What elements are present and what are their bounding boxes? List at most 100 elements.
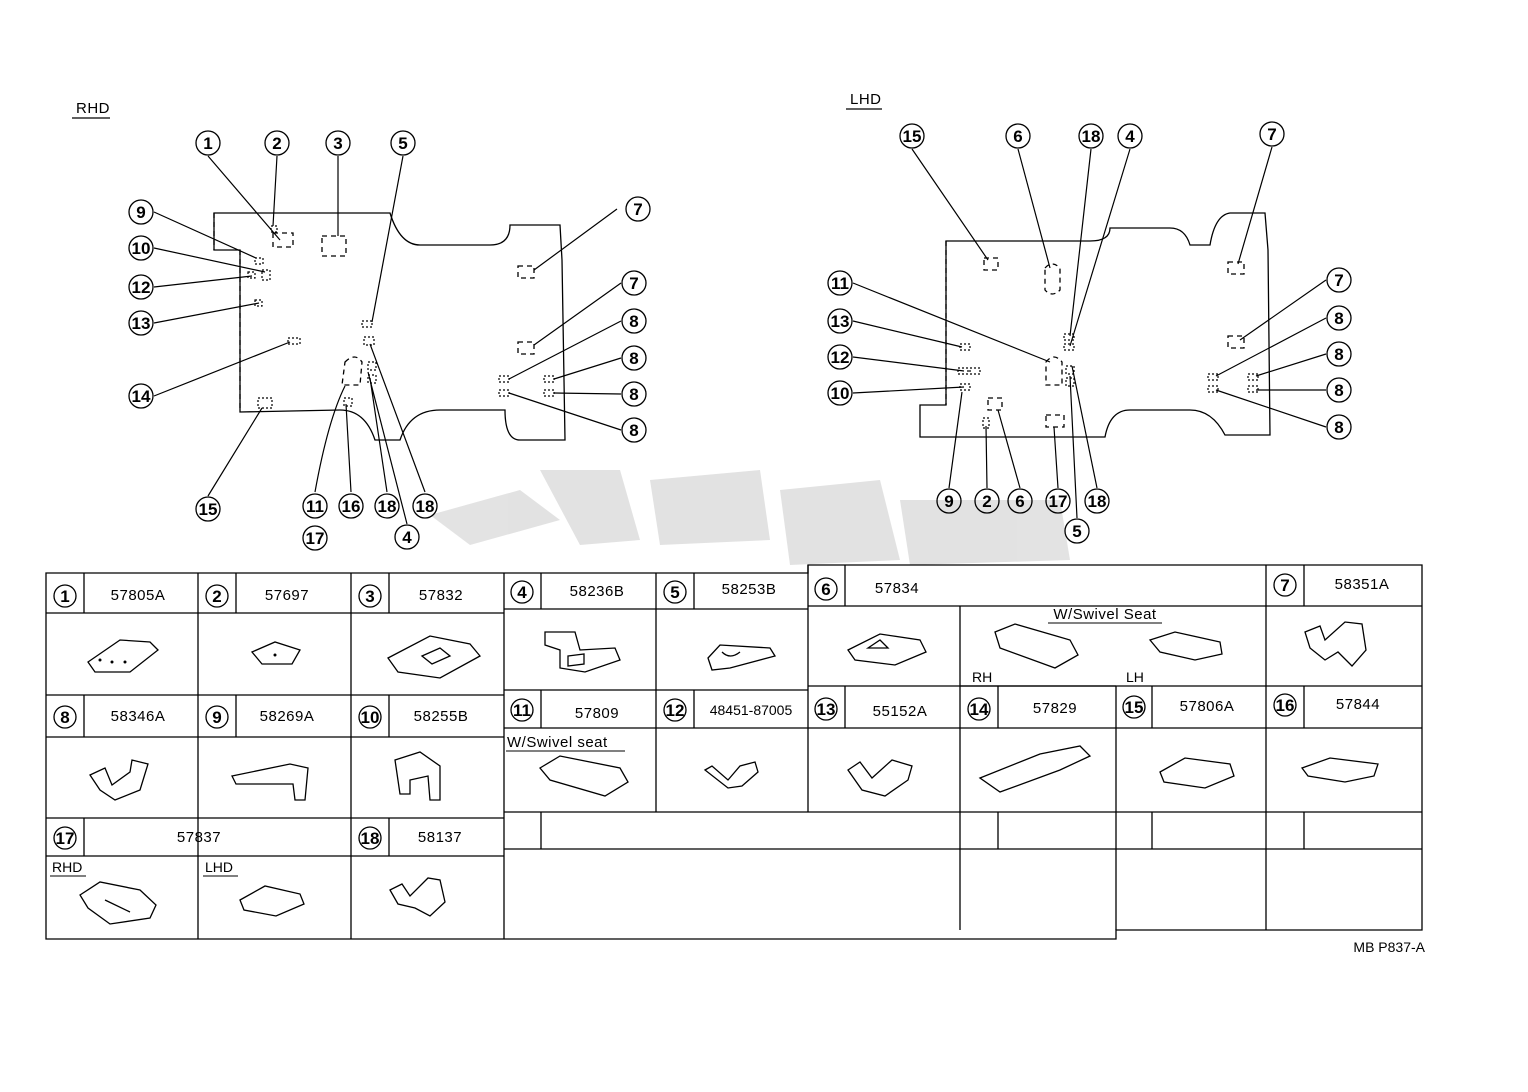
svg-text:14: 14 xyxy=(970,700,989,719)
svg-text:1: 1 xyxy=(203,134,212,153)
svg-text:8: 8 xyxy=(629,349,638,368)
svg-text:14: 14 xyxy=(132,387,151,406)
rhd-plug-3 xyxy=(321,235,347,257)
part-code: 55152A xyxy=(873,703,928,720)
part-code: 58351A xyxy=(1335,576,1390,593)
part-cell-9: 9 58269A xyxy=(205,705,315,801)
part-cell-8: 8 58346A xyxy=(53,705,166,801)
parts-table: 1 57805A 2 57697 3 57832 4 58236B 5 5825… xyxy=(45,564,1423,940)
part-code: 58346A xyxy=(111,708,166,725)
part-cell-5: 5 58253B xyxy=(663,580,777,671)
part-cell-3: 3 57832 xyxy=(358,584,482,679)
svg-text:8: 8 xyxy=(629,312,638,331)
rhd-diagram: RHD 1 2 3 5 9 10 12 xyxy=(72,100,651,551)
part-code: 58269A xyxy=(260,708,315,725)
svg-text:10: 10 xyxy=(132,239,151,258)
svg-text:11: 11 xyxy=(513,701,531,720)
svg-text:1: 1 xyxy=(60,587,69,606)
part-code: 58236B xyxy=(570,583,625,600)
svg-text:12: 12 xyxy=(666,701,685,720)
svg-text:6: 6 xyxy=(1013,127,1022,146)
part-cell-18: 18 58137 xyxy=(358,826,462,917)
svg-text:7: 7 xyxy=(1280,576,1289,595)
svg-text:3: 3 xyxy=(365,587,374,606)
lhd-diagram: LHD 15 6 18 4 7 11 13 12 xyxy=(827,91,1352,544)
svg-text:11: 11 xyxy=(831,274,849,293)
rhd-floor-outline xyxy=(213,212,566,441)
svg-text:3: 3 xyxy=(333,134,342,153)
rhd-sub-label: RHD xyxy=(52,859,82,875)
svg-text:16: 16 xyxy=(342,497,361,516)
part-cell-17: 17 57837 RHD LHD xyxy=(50,826,305,925)
part-code: 58137 xyxy=(418,829,462,846)
part-cell-6: 6 57834 W/Swivel Seat RH LH xyxy=(814,577,1223,685)
svg-text:15: 15 xyxy=(1125,698,1144,717)
svg-text:6: 6 xyxy=(821,580,830,599)
part-code: 57829 xyxy=(1033,700,1077,717)
part-cell-15: 15 57806A xyxy=(1122,695,1235,789)
svg-text:7: 7 xyxy=(629,274,638,293)
svg-text:8: 8 xyxy=(1334,418,1343,437)
part-cell-14: 14 57829 xyxy=(967,697,1092,793)
svg-text:7: 7 xyxy=(633,200,642,219)
svg-text:17: 17 xyxy=(1049,492,1068,511)
svg-text:4: 4 xyxy=(1125,127,1135,146)
part-code: 57805A xyxy=(111,587,166,604)
svg-text:11: 11 xyxy=(306,497,324,516)
part-cell-11: 11 57809 W/Swivel seat xyxy=(506,698,629,797)
svg-text:18: 18 xyxy=(416,497,435,516)
svg-text:8: 8 xyxy=(1334,381,1343,400)
svg-text:17: 17 xyxy=(306,529,325,548)
svg-text:5: 5 xyxy=(398,134,407,153)
svg-text:7: 7 xyxy=(1334,271,1343,290)
part-cell-10: 10 58255B xyxy=(358,705,469,801)
part-code: 58253B xyxy=(722,581,777,598)
part-code: 58255B xyxy=(414,708,469,725)
part-cell-13: 13 55152A xyxy=(814,697,928,797)
svg-text:13: 13 xyxy=(831,312,850,331)
lhd-floor-outline xyxy=(919,212,1271,438)
svg-text:17: 17 xyxy=(56,829,75,848)
svg-text:10: 10 xyxy=(361,708,380,727)
lh-label: LH xyxy=(1126,669,1144,685)
swivel-seat-note: W/Swivel seat xyxy=(507,734,608,751)
part-code: 57697 xyxy=(265,587,309,604)
part-cell-12: 12 48451-87005 xyxy=(663,698,792,789)
svg-text:10: 10 xyxy=(831,384,850,403)
part-cell-7: 7 58351A xyxy=(1273,573,1390,667)
part-cell-4: 4 58236B xyxy=(510,580,625,673)
svg-text:5: 5 xyxy=(670,583,679,602)
part-code: 57834 xyxy=(875,580,919,597)
rhd-callouts: 1 2 3 5 9 10 12 13 14 7 7 8 8 8 8 15 11 … xyxy=(128,130,651,551)
svg-text:18: 18 xyxy=(378,497,397,516)
svg-text:4: 4 xyxy=(517,583,527,602)
svg-text:18: 18 xyxy=(1088,492,1107,511)
part-code: 57832 xyxy=(419,587,463,604)
lhd-callouts: 15 6 18 4 7 11 13 12 10 7 8 8 8 8 9 2 6 … xyxy=(827,121,1352,544)
rh-label: RH xyxy=(972,669,992,685)
part-code: 57837 xyxy=(177,829,221,846)
part-code: 57809 xyxy=(575,705,619,722)
part-cell-1: 1 57805A xyxy=(53,584,166,673)
svg-text:18: 18 xyxy=(361,829,380,848)
part-cell-2: 2 57697 xyxy=(205,584,309,665)
svg-text:8: 8 xyxy=(629,385,638,404)
svg-text:2: 2 xyxy=(982,492,991,511)
svg-text:12: 12 xyxy=(132,278,151,297)
drawing-code: MB P837-A xyxy=(1353,939,1425,955)
svg-text:9: 9 xyxy=(212,708,221,727)
svg-text:8: 8 xyxy=(1334,309,1343,328)
svg-text:4: 4 xyxy=(402,528,412,547)
part-cell-16: 16 57844 xyxy=(1273,693,1380,783)
svg-text:9: 9 xyxy=(944,492,953,511)
svg-text:2: 2 xyxy=(272,134,281,153)
svg-text:7: 7 xyxy=(1267,125,1276,144)
rhd-label: RHD xyxy=(76,100,110,117)
svg-text:8: 8 xyxy=(60,708,69,727)
svg-text:12: 12 xyxy=(831,348,850,367)
svg-text:16: 16 xyxy=(1276,696,1295,715)
swivel-seat-note: W/Swivel Seat xyxy=(1053,606,1157,623)
watermark-logo xyxy=(430,470,1070,565)
lhd-label: LHD xyxy=(850,91,882,108)
svg-text:8: 8 xyxy=(1334,345,1343,364)
